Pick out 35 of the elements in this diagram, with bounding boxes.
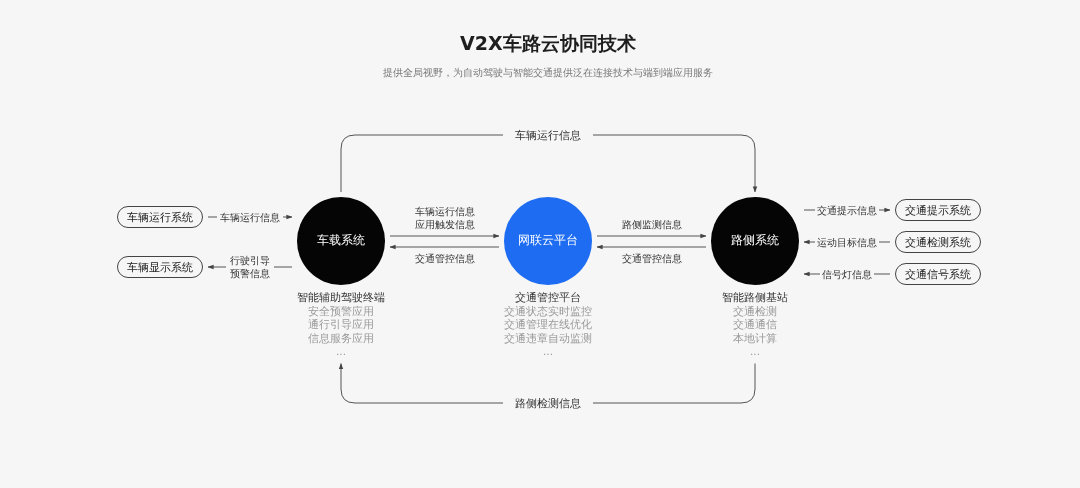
edge-label: 车辆运行信息应用触发信息 <box>413 205 476 231</box>
edge-label: 车辆运行信息 <box>217 210 283 224</box>
caption-line: 通行引导应用 <box>308 318 374 332</box>
caption-line: ... <box>750 345 760 359</box>
system-circle: 网联云平台 <box>504 197 592 285</box>
caption-heading: 交通管控平台 <box>515 291 581 305</box>
caption-line: 交通状态实时监控 <box>504 304 592 318</box>
diagram-title: V2X车路云协同技术 <box>460 31 636 56</box>
caption-line: 交通检测 <box>733 304 777 318</box>
edge-label: 交通管控信息 <box>621 252 682 265</box>
caption-heading: 智能路侧基站 <box>722 291 788 305</box>
arrow <box>596 233 707 239</box>
caption-line: ... <box>336 345 346 359</box>
caption-line: 交通通信 <box>733 318 777 332</box>
caption-line: 交通管理在线优化 <box>504 318 592 332</box>
edge-label: 路侧监测信息 <box>621 218 682 231</box>
edge-label: 运动目标信息 <box>815 235 879 249</box>
edge-label: 信号灯信息 <box>820 267 874 281</box>
system-circle: 车载系统 <box>297 197 385 285</box>
caption-line: 安全预警应用 <box>308 304 374 318</box>
edge-label: 交通提示信息 <box>815 203 879 217</box>
caption-line: ... <box>543 345 553 359</box>
edge-label: 车辆运行信息 <box>503 128 593 142</box>
caption-line: 信息服务应用 <box>308 331 374 345</box>
edge-label: 路侧检测信息 <box>503 396 593 410</box>
arrow <box>389 244 500 250</box>
caption-line: 交通违章自动监测 <box>504 331 592 345</box>
edge-label: 行驶引导预警信息 <box>226 254 274 280</box>
caption-line: 本地计算 <box>733 331 777 345</box>
caption-heading: 智能辅助驾驶终端 <box>297 291 385 305</box>
arrow <box>596 244 707 250</box>
arrow <box>389 233 500 239</box>
system-circle: 路侧系统 <box>711 197 799 285</box>
edge-label: 交通管控信息 <box>414 252 475 265</box>
subtitle-text: 提供全局视野，为自动驾驶与智能交通提供泛在连接技术与端到端应用服务 <box>383 66 713 80</box>
